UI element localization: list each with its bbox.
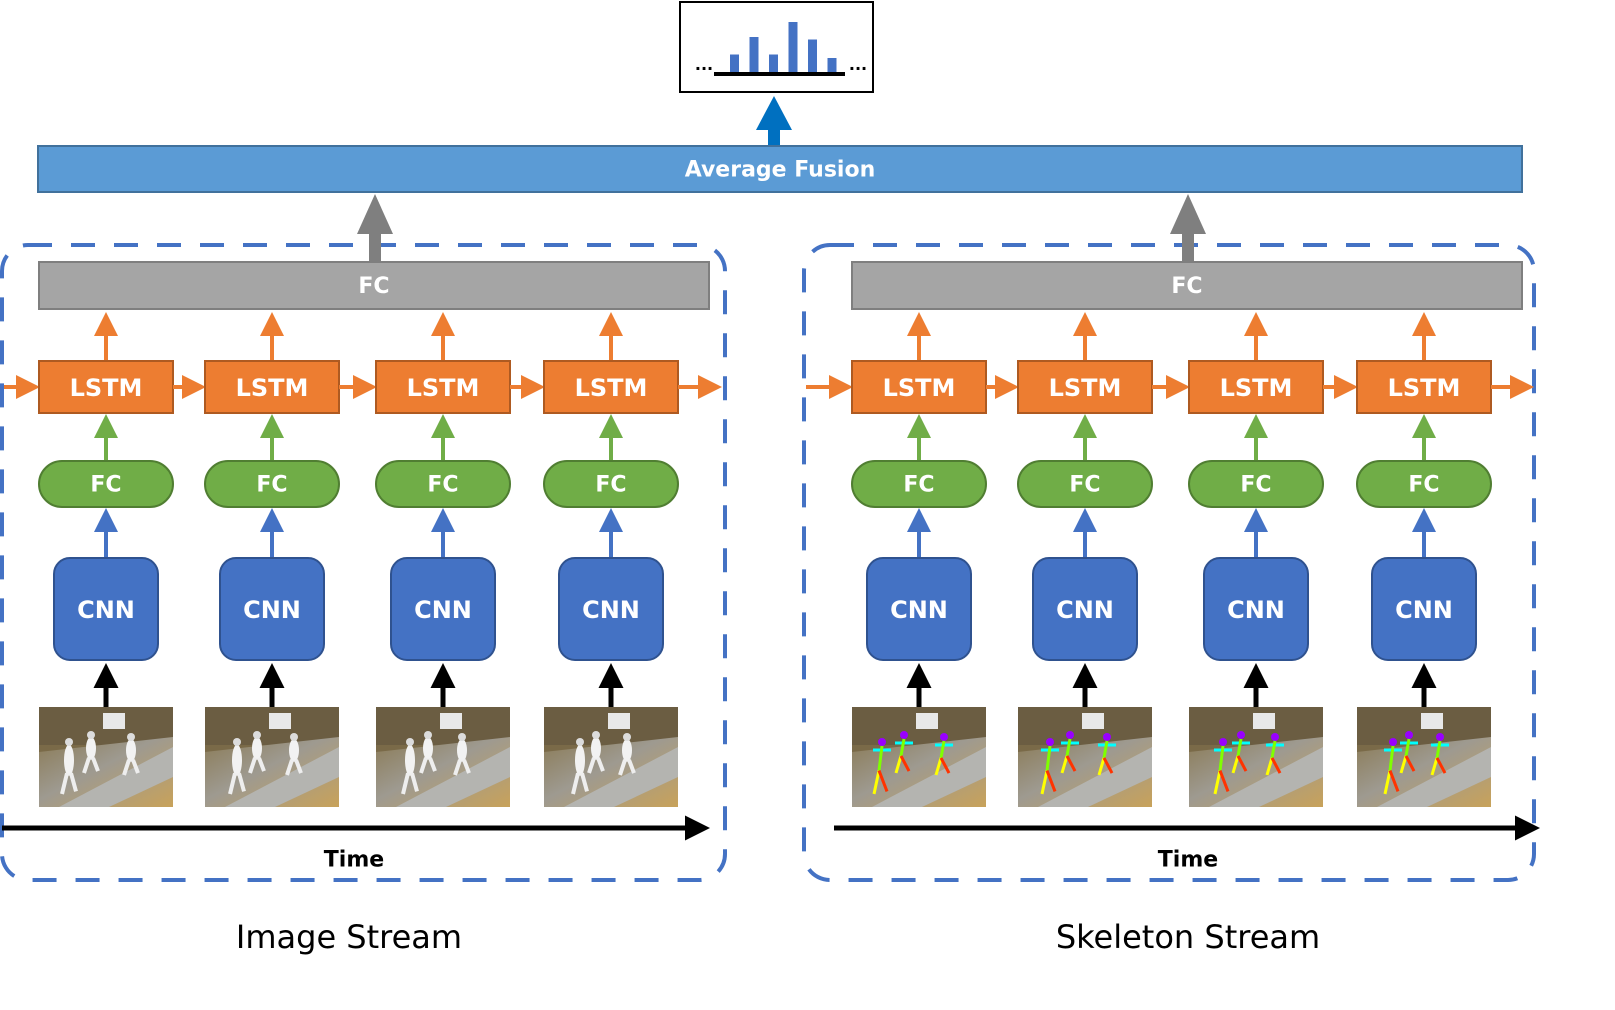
output-box <box>679 1 874 93</box>
image-stream-title: Image Stream <box>236 918 462 956</box>
fc-label: FC <box>90 473 121 498</box>
histogram-bar <box>730 54 739 72</box>
skeleton-stream-title: Skeleton Stream <box>1056 918 1320 956</box>
fc-label: FC <box>1408 473 1439 498</box>
cnn-label: CNN <box>890 596 948 624</box>
lstm-label: LSTM <box>236 374 309 402</box>
cnn-block <box>558 557 664 661</box>
lstm-cell <box>1188 360 1324 414</box>
cnn-label: CNN <box>1227 596 1285 624</box>
fc-layer <box>1188 460 1324 508</box>
video-frame <box>205 707 339 807</box>
video-frame <box>376 707 510 807</box>
cnn-block <box>219 557 325 661</box>
ellipsis-right: ... <box>849 55 867 74</box>
ellipsis-left: ... <box>695 55 713 74</box>
histogram-bar <box>827 58 837 72</box>
stream-boundary <box>802 243 1536 882</box>
cnn-block <box>390 557 496 661</box>
time-label: Time <box>324 848 384 873</box>
fc-layer <box>375 460 511 508</box>
fc-label: FC <box>903 473 934 498</box>
lstm-label: LSTM <box>1049 374 1122 402</box>
histogram-bar <box>769 54 778 72</box>
cnn-label: CNN <box>582 596 640 624</box>
video-frame <box>39 707 173 807</box>
cnn-label: CNN <box>243 596 301 624</box>
cnn-block <box>1371 557 1477 661</box>
skeleton-frame <box>1357 707 1491 807</box>
lstm-cell <box>38 360 174 414</box>
fc-label: FC <box>256 473 287 498</box>
histogram-bar <box>749 37 759 72</box>
fc-layer <box>204 460 340 508</box>
cnn-label: CNN <box>414 596 472 624</box>
cnn-label: CNN <box>1395 596 1453 624</box>
skeleton-frame <box>852 707 986 807</box>
lstm-label: LSTM <box>407 374 480 402</box>
fc-layer <box>38 460 174 508</box>
cnn-label: CNN <box>1056 596 1114 624</box>
histogram-bar <box>808 39 817 72</box>
fc-layer <box>543 460 679 508</box>
to-fusion-arrow <box>1170 194 1206 262</box>
average-fusion-layer: Average Fusion <box>37 145 1523 193</box>
timestep-2: LSTM FC CNN <box>1017 312 1190 807</box>
fc-layer <box>851 460 987 508</box>
top-fc-layer <box>851 261 1523 310</box>
top-fc-label: FC <box>358 274 389 299</box>
lstm-cell <box>543 360 679 414</box>
fc-label: FC <box>427 473 458 498</box>
cnn-label: CNN <box>77 596 135 624</box>
top-fc-layer <box>38 261 710 310</box>
fc-layer <box>1356 460 1492 508</box>
timestep-1: LSTM FC CNN <box>851 312 1019 807</box>
timestep-4: LSTM FC CNN <box>543 312 722 807</box>
skeleton-frame <box>1189 707 1323 807</box>
lstm-label: LSTM <box>70 374 143 402</box>
lstm-cell <box>1356 360 1492 414</box>
average-fusion-label: Average Fusion <box>685 158 876 183</box>
cnn-block <box>1203 557 1309 661</box>
stream-boundary <box>0 243 727 882</box>
image-stream: FC LSTM FC CNN LSTM FC CNN LSTM FC CNN LSTM FC CNN Ti… <box>0 194 727 882</box>
fc-label: FC <box>1069 473 1100 498</box>
cnn-block <box>53 557 159 661</box>
fc-layer <box>1017 460 1153 508</box>
lstm-label: LSTM <box>575 374 648 402</box>
fusion-output-arrow <box>756 96 792 148</box>
video-frame <box>544 707 678 807</box>
fc-label: FC <box>1240 473 1271 498</box>
output-distribution: ... ... <box>679 1 874 93</box>
lstm-cell <box>204 360 340 414</box>
timestep-4: LSTM FC CNN <box>1356 312 1534 807</box>
to-fusion-arrow <box>357 194 393 262</box>
cnn-block <box>866 557 972 661</box>
timestep-3: LSTM FC CNN <box>375 312 545 807</box>
lstm-cell <box>1017 360 1153 414</box>
cnn-block <box>1032 557 1138 661</box>
timestep-1: LSTM FC CNN <box>38 312 206 807</box>
lstm-label: LSTM <box>1220 374 1293 402</box>
skeleton-frame <box>1018 707 1152 807</box>
histogram-bar <box>788 22 798 72</box>
skeleton-stream: FC LSTM FC CNN LSTM FC CNN LSTM FC CNN LSTM FC CNN Ti… <box>802 194 1540 882</box>
lstm-label: LSTM <box>1388 374 1461 402</box>
top-fc-label: FC <box>1171 274 1202 299</box>
lstm-label: LSTM <box>883 374 956 402</box>
timestep-3: LSTM FC CNN <box>1188 312 1358 807</box>
fc-label: FC <box>595 473 626 498</box>
time-label: Time <box>1158 848 1218 873</box>
timestep-2: LSTM FC CNN <box>204 312 377 807</box>
